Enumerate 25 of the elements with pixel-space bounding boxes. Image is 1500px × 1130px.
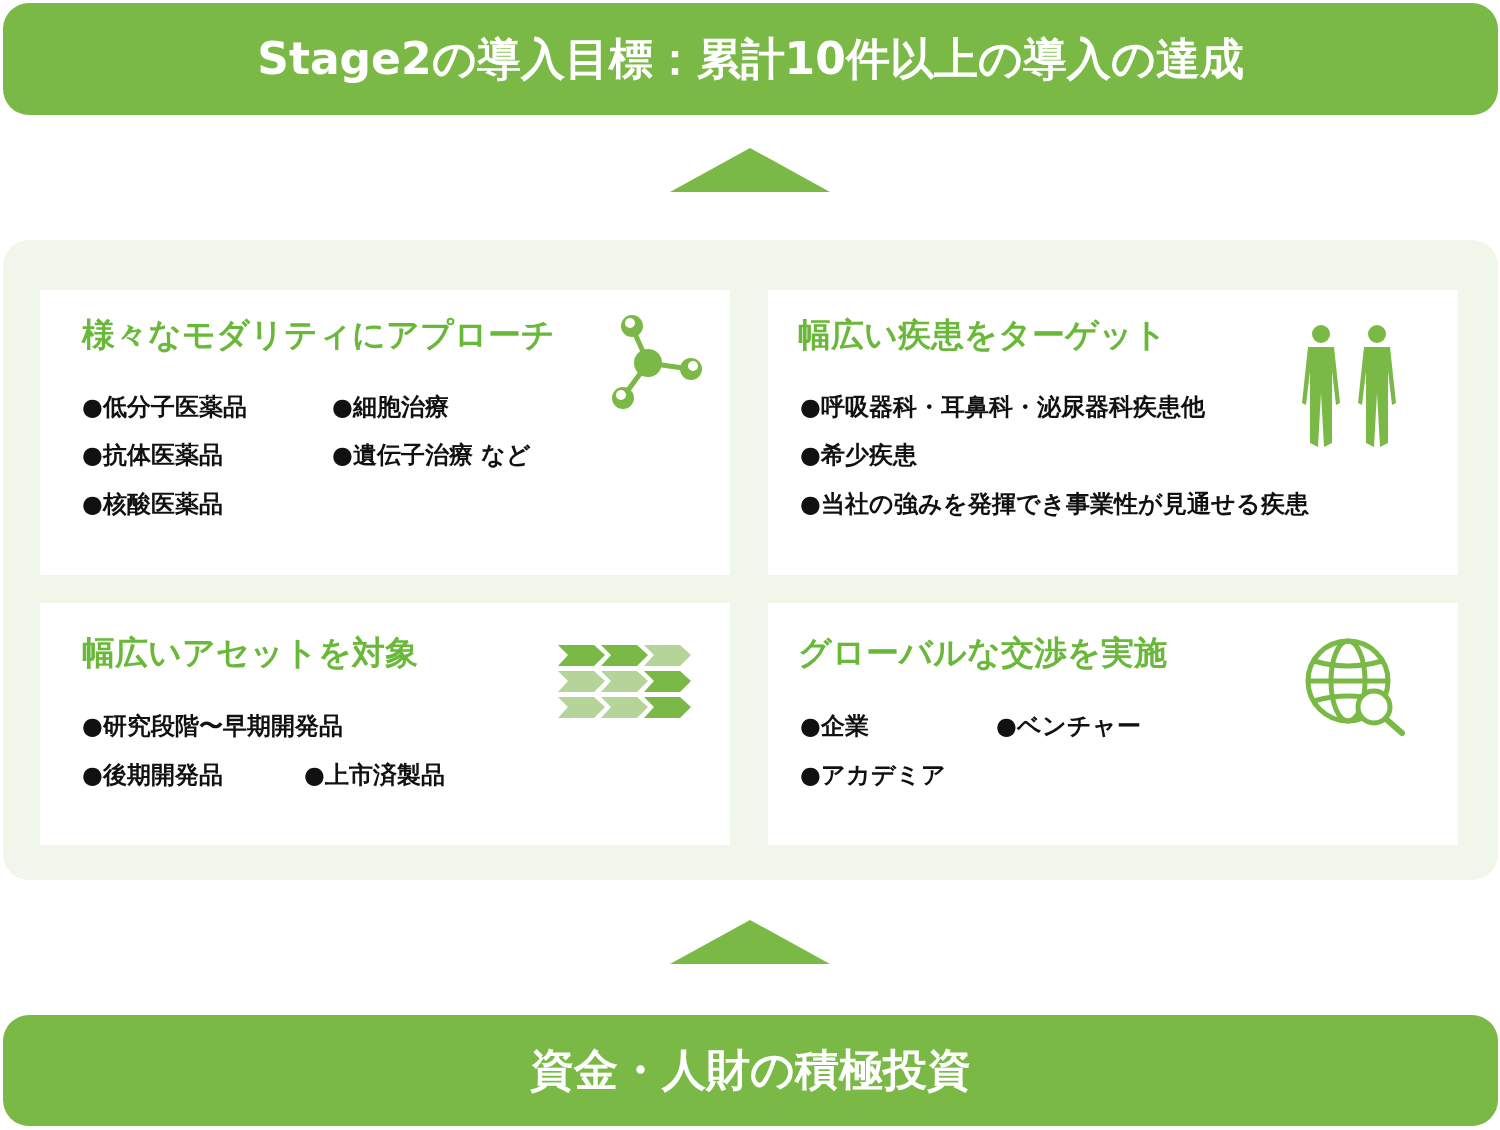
card-background — [768, 603, 1458, 845]
card-heading: 幅広いアセットを対象 — [82, 633, 418, 673]
list-item: ●当社の強みを発揮でき事業性が見通せる疾患 — [800, 489, 1309, 519]
list-item: ●核酸医薬品 — [82, 489, 223, 519]
card-background — [40, 603, 730, 845]
list-item: ●遺伝子治療 など — [332, 440, 532, 470]
panel-background — [3, 240, 1498, 880]
list-item: ●企業 — [800, 711, 869, 741]
list-item: ●抗体医薬品 — [82, 440, 223, 470]
list-item: ●上市済製品 — [304, 760, 445, 790]
banner: Stage2の導入目標：累計10件以上の導入の達成 — [3, 3, 1498, 115]
banner: 資金・人財の積極投資 — [3, 1015, 1498, 1126]
list-item: ●アカデミア — [800, 760, 946, 790]
card-background — [40, 290, 730, 575]
list-item: ●研究段階〜早期開発品 — [82, 711, 343, 741]
list-item: ●後期開発品 — [82, 760, 223, 790]
card-heading: 幅広い疾患をターゲット — [798, 315, 1167, 355]
list-item: ●ベンチャー — [996, 711, 1141, 741]
list-item: ●希少疾患 — [800, 440, 917, 470]
list-item: ●細胞治療 — [332, 392, 449, 422]
card-heading: 様々なモダリティにアプローチ — [82, 315, 555, 355]
list-item: ●呼吸器科・耳鼻科・泌尿器科疾患他 — [800, 392, 1205, 422]
card-heading: グローバルな交渉を実施 — [798, 633, 1167, 673]
card-background — [768, 290, 1458, 575]
list-item: ●低分子医薬品 — [82, 392, 247, 422]
